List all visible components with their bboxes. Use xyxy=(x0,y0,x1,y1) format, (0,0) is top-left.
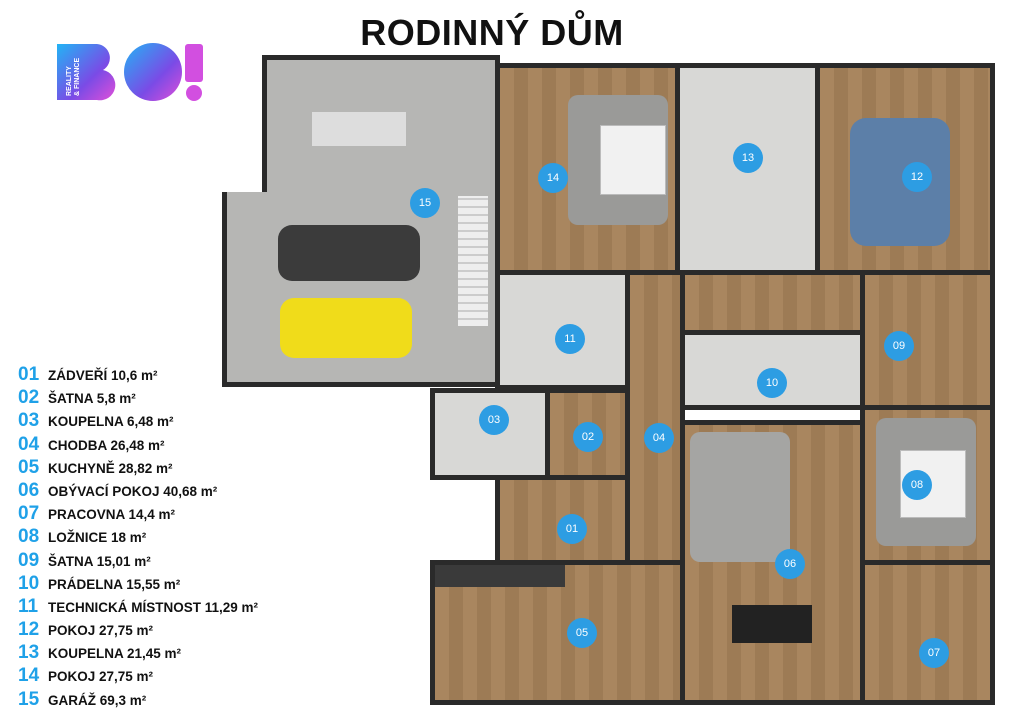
legend-label: CHODBA 26,48 m² xyxy=(48,437,165,453)
room-marker: 08 xyxy=(902,470,932,500)
svg-text:& FINANCE: & FINANCE xyxy=(74,58,81,96)
legend-label: OBÝVACÍ POKOJ 40,68 m² xyxy=(48,483,218,499)
room-marker: 06 xyxy=(775,549,805,579)
legend-item: 02 ŠATNA 5,8 m² xyxy=(18,387,258,410)
dining-table xyxy=(732,605,812,643)
legend-number: 09 xyxy=(18,549,40,571)
kitchen-counter xyxy=(435,565,565,587)
car-yellow xyxy=(280,298,412,358)
legend-label: ZÁDVEŘÍ 10,6 m² xyxy=(48,368,158,383)
legend-number: 02 xyxy=(18,387,40,409)
legend-item: 05 KUCHYNĚ 28,82 m² xyxy=(18,457,258,480)
legend-number: 10 xyxy=(18,572,40,594)
legend-item: 04 CHODBA 26,48 m² xyxy=(18,434,258,457)
svg-text:REALITY: REALITY xyxy=(66,66,73,96)
room-09 xyxy=(860,270,995,410)
room-07 xyxy=(860,560,995,705)
room-marker: 11 xyxy=(555,324,585,354)
legend-label: POKOJ 27,75 m² xyxy=(48,623,154,639)
legend-number: 15 xyxy=(18,688,40,710)
room-marker: 01 xyxy=(557,514,587,544)
room-marker: 07 xyxy=(919,638,949,668)
legend-number: 08 xyxy=(18,526,40,548)
legend-item: 03 KOUPELNA 6,48 m² xyxy=(18,410,258,433)
legend-label: KOUPELNA 6,48 m² xyxy=(48,414,174,430)
room-marker: 04 xyxy=(644,423,674,453)
legend-number: 14 xyxy=(18,665,40,687)
legend-number: 01 xyxy=(18,364,40,385)
legend-item: 11 TECHNICKÁ MÍSTNOST 11,29 m² xyxy=(18,596,258,619)
legend-number: 05 xyxy=(18,456,40,478)
legend-number: 06 xyxy=(18,479,40,501)
room-marker: 10 xyxy=(757,368,787,398)
room-marker: 15 xyxy=(410,188,440,218)
legend-item: 08 LOŽNICE 18 m² xyxy=(18,526,258,549)
legend-label: KOUPELNA 21,45 m² xyxy=(48,646,182,662)
room-marker: 12 xyxy=(902,162,932,192)
stairs xyxy=(458,196,488,326)
room-marker: 09 xyxy=(884,331,914,361)
room-marker: 14 xyxy=(538,163,568,193)
legend-number: 13 xyxy=(18,642,40,664)
legend-label: PRACOVNA 14,4 m² xyxy=(48,507,176,523)
legend-number: 07 xyxy=(18,503,40,525)
legend-label: POKOJ 27,75 m² xyxy=(48,669,154,685)
room-marker: 13 xyxy=(733,143,763,173)
legend-label: PRÁDELNA 15,55 m² xyxy=(48,576,181,592)
legend-item: 09 ŠATNA 15,01 m² xyxy=(18,550,258,573)
legend-item: 01 ZÁDVEŘÍ 10,6 m² xyxy=(18,364,258,387)
room-04-corridor-upper xyxy=(680,270,865,335)
rug xyxy=(690,432,790,562)
room-marker: 03 xyxy=(479,405,509,435)
bed xyxy=(600,125,666,195)
legend-label: GARÁŽ 69,3 m² xyxy=(48,692,147,708)
legend-label: KUCHYNĚ 28,82 m² xyxy=(48,460,173,476)
page-title: RODINNÝ DŮM xyxy=(360,12,624,53)
legend-label: ŠATNA 5,8 m² xyxy=(48,391,136,407)
legend-item: 13 KOUPELNA 21,45 m² xyxy=(18,642,258,665)
brand-logo: REALITY & FINANCE xyxy=(57,43,203,101)
legend-item: 15 GARÁŽ 69,3 m² xyxy=(18,689,258,712)
legend-item: 07 PRACOVNA 14,4 m² xyxy=(18,503,258,526)
room-marker: 02 xyxy=(573,422,603,452)
legend-label: TECHNICKÁ MÍSTNOST 11,29 m² xyxy=(48,599,259,615)
room-04-corridor xyxy=(625,270,685,570)
room-marker: 05 xyxy=(567,618,597,648)
legend-item: 14 POKOJ 27,75 m² xyxy=(18,665,258,688)
legend-item: 06 OBÝVACÍ POKOJ 40,68 m² xyxy=(18,480,258,503)
car-black xyxy=(278,225,420,281)
rug xyxy=(850,118,950,246)
legend-number: 03 xyxy=(18,410,40,432)
legend-number: 04 xyxy=(18,433,40,455)
legend-number: 12 xyxy=(18,619,40,641)
legend-item: 10 PRÁDELNA 15,55 m² xyxy=(18,573,258,596)
legend-number: 11 xyxy=(18,595,39,617)
legend-item: 12 POKOJ 27,75 m² xyxy=(18,619,258,642)
legend-label: LOŽNICE 18 m² xyxy=(48,530,147,546)
legend-label: ŠATNA 15,01 m² xyxy=(48,553,151,569)
workbench xyxy=(312,112,406,146)
